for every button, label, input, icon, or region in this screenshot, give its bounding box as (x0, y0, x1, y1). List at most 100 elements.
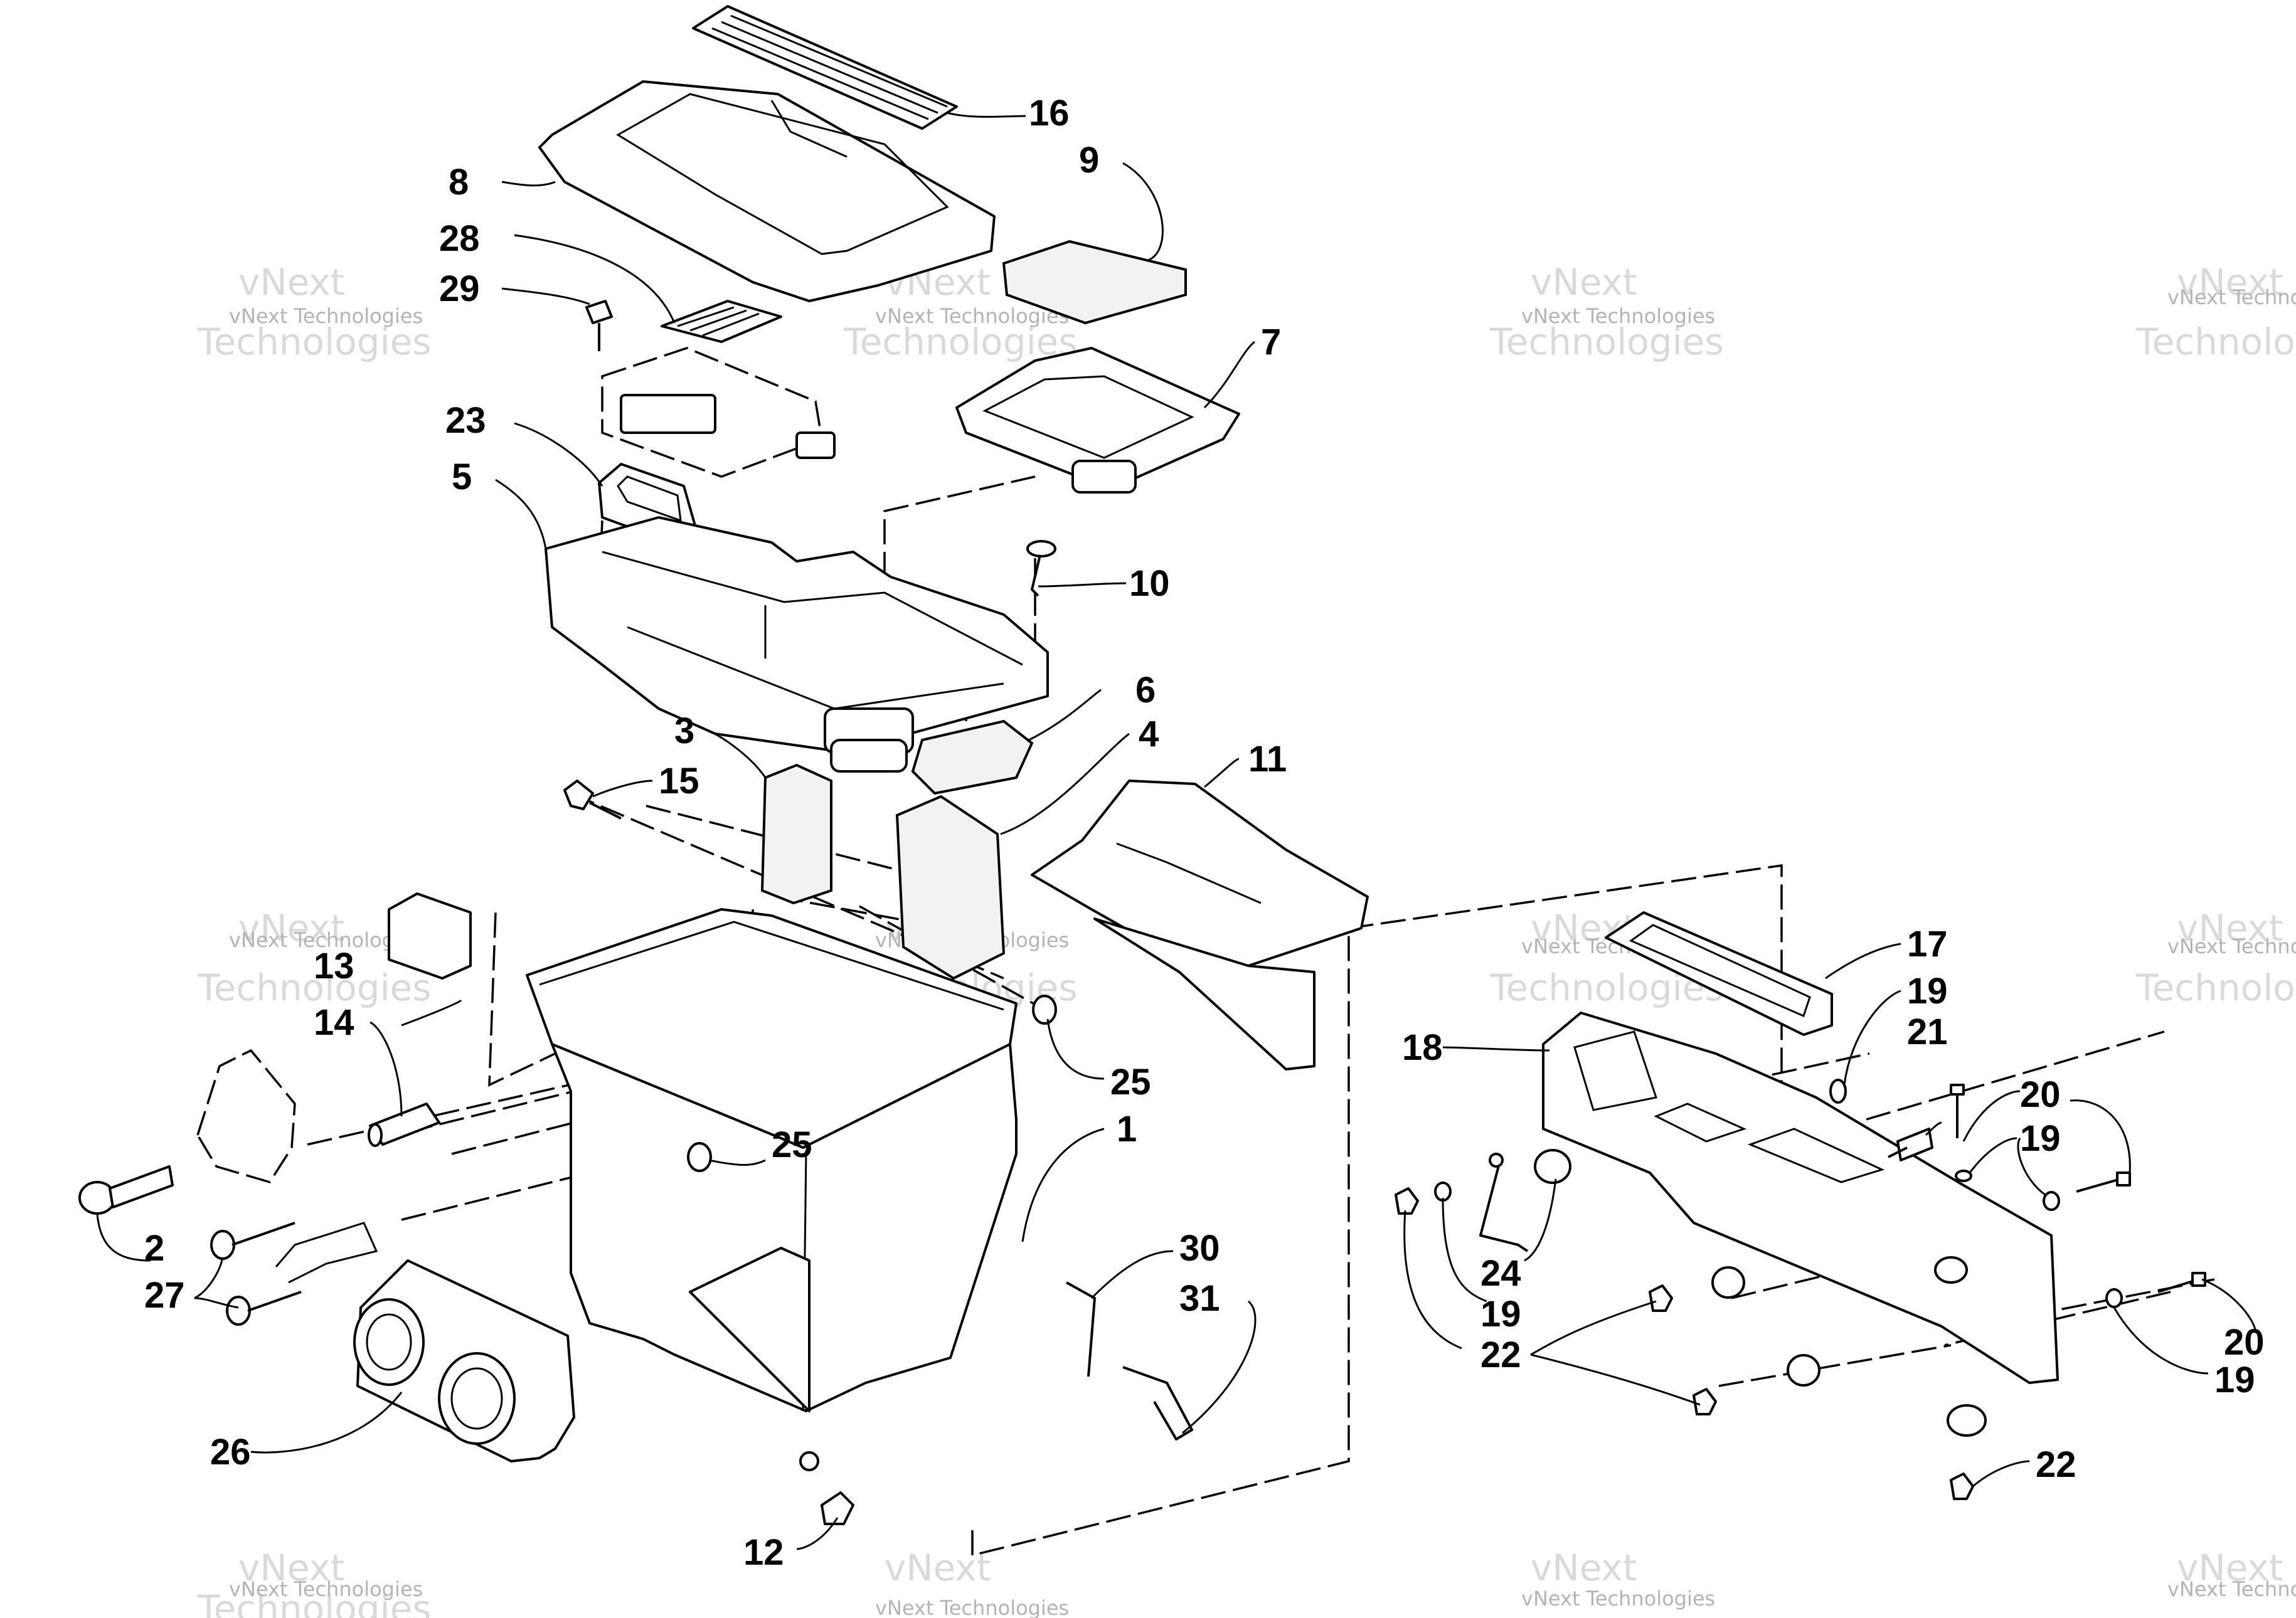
svg-text:vNext Technologies: vNext Technologies (2167, 1577, 2296, 1601)
callout-16: 16 (1029, 93, 1070, 134)
callout-27: 27 (144, 1275, 185, 1316)
callout-19-b: 19 (2020, 1118, 2061, 1159)
callout-5: 5 (452, 457, 472, 497)
part-26-silencer (353, 1259, 575, 1462)
callout-6: 6 (1135, 670, 1156, 711)
callout-20-a: 20 (2020, 1074, 2061, 1115)
svg-text:vNext: vNext (885, 1547, 991, 1589)
svg-text:Technologies: Technologies (197, 320, 432, 363)
leader-lines (96, 112, 2256, 1550)
svg-text:vNext Technologies: vNext Technologies (875, 304, 1069, 328)
watermark-layer: vNext Technologies vNext Technologies vN… (197, 261, 2296, 1618)
callout-13: 13 (314, 946, 354, 986)
watermark: vNext vNext Technologies (1521, 1547, 1715, 1610)
callout-17: 17 (1907, 924, 1948, 965)
part-22-nut (1395, 1187, 1419, 1215)
svg-text:vNext: vNext (238, 1547, 344, 1589)
part-13-clip (388, 892, 472, 980)
part-19-washer (2043, 1191, 2060, 1211)
part-19-washer (1955, 1170, 1972, 1182)
callout-12: 12 (743, 1532, 784, 1573)
watermark: vNext vNext Technologies (875, 1547, 1069, 1618)
part-8-airbox-cover (538, 80, 996, 302)
part-11-inlet-duct (1031, 780, 1369, 1071)
part-10-screw (1026, 540, 1056, 597)
watermark: vNext Technologies vNext Technologies (1489, 261, 1724, 363)
callout-22-b: 22 (2036, 1444, 2076, 1485)
part-20-bolt (1950, 1084, 1965, 1138)
part-3-foam (760, 763, 832, 905)
callout-26: 26 (210, 1432, 251, 1473)
svg-text:vNext Technologies: vNext Technologies (1521, 304, 1715, 328)
callout-30: 30 (1179, 1228, 1220, 1269)
watermark: vNext Technologies vNext Technologies (197, 261, 432, 363)
svg-text:vNext Technologies: vNext Technologies (229, 304, 423, 328)
svg-text:vNext Technologies: vNext Technologies (2167, 934, 2296, 958)
svg-text:vNext Technologies: vNext Technologies (229, 1577, 423, 1601)
callout-28: 28 (439, 218, 480, 259)
part-29-screw (585, 300, 613, 351)
callout-23: 23 (445, 400, 486, 441)
part-24-grommet (1534, 1149, 1571, 1184)
callout-3: 3 (674, 711, 694, 751)
svg-text:vNext: vNext (2177, 261, 2283, 304)
part-12-cap (821, 1491, 854, 1525)
svg-text:Technologies: Technologies (197, 966, 432, 1009)
svg-text:vNext: vNext (1531, 1547, 1637, 1589)
callout-29: 29 (439, 268, 480, 309)
callout-11: 11 (1248, 739, 1287, 780)
part-27-screws (210, 1222, 378, 1326)
part-22-nut (1649, 1284, 1673, 1312)
part-31-clamp (1122, 1366, 1193, 1441)
part-24-grommet (1711, 1266, 1745, 1299)
part-21-bolt (1888, 1128, 1933, 1161)
part-25-fittings (687, 995, 1057, 1172)
part-2-bolt (78, 1165, 174, 1215)
callout-19-c: 19 (1480, 1294, 1521, 1335)
callout-10: 10 (1129, 563, 1170, 604)
part-20-bolt (2076, 1171, 2131, 1193)
part-18-duct (1542, 1012, 2059, 1384)
svg-text:Technologies: Technologies (1489, 320, 1724, 363)
part-4-foam (895, 795, 1006, 980)
part-24-grommet (1947, 1404, 1987, 1437)
part-16-label-plate (692, 5, 958, 130)
svg-text:vNext Technologies: vNext Technologies (2167, 285, 2296, 309)
part-22-nut (1693, 1388, 1717, 1415)
part-20-bolt (2157, 1272, 2206, 1293)
part-19-washer (1434, 1182, 1452, 1202)
part-9-foam-pad (1002, 240, 1187, 325)
callout-8: 8 (449, 162, 469, 203)
part-17-gasket (1605, 911, 1833, 1036)
callout-19-d: 19 (2214, 1360, 2255, 1400)
svg-text:Technologies: Technologies (843, 320, 1078, 363)
callout-15: 15 (659, 761, 699, 801)
callout-9: 9 (1079, 140, 1099, 181)
svg-text:vNext: vNext (1531, 261, 1637, 304)
part-30-tube (1066, 1281, 1096, 1377)
callout-1: 1 (1117, 1109, 1137, 1150)
part-14-spacer (368, 1102, 440, 1147)
svg-text:Technologies: Technologies (2135, 320, 2296, 363)
callout-labels: 16 9 8 28 29 7 23 5 10 6 3 4 11 15 13 14… (144, 93, 2265, 1573)
control-module-outline (601, 347, 836, 478)
part-6-foam-strip (911, 719, 1034, 795)
callout-22-a: 22 (1480, 1335, 1521, 1375)
callout-24: 24 (1480, 1253, 1521, 1294)
gasket-outline (196, 1049, 296, 1184)
callout-18: 18 (1402, 1027, 1443, 1068)
callout-31: 31 (1179, 1278, 1220, 1319)
part-19-washer (2105, 1288, 2123, 1308)
part-5-airbox-base (545, 516, 1049, 773)
part-7-inlet-tray (955, 347, 1240, 494)
watermark: vNext vNext Technologies (2167, 1547, 2296, 1601)
svg-text:Technologies: Technologies (2135, 966, 2296, 1009)
callout-7: 7 (1261, 322, 1281, 362)
svg-text:Technologies: Technologies (197, 1587, 432, 1618)
part-24-grommet (1787, 1354, 1820, 1387)
watermark: vNext Technologies vNext Technologies (2135, 907, 2296, 1009)
part-24-wire (1479, 1153, 1529, 1252)
part-28-decal (661, 300, 782, 343)
callout-25-right: 25 (1110, 1062, 1151, 1102)
part-19-washer (1829, 1079, 1847, 1104)
